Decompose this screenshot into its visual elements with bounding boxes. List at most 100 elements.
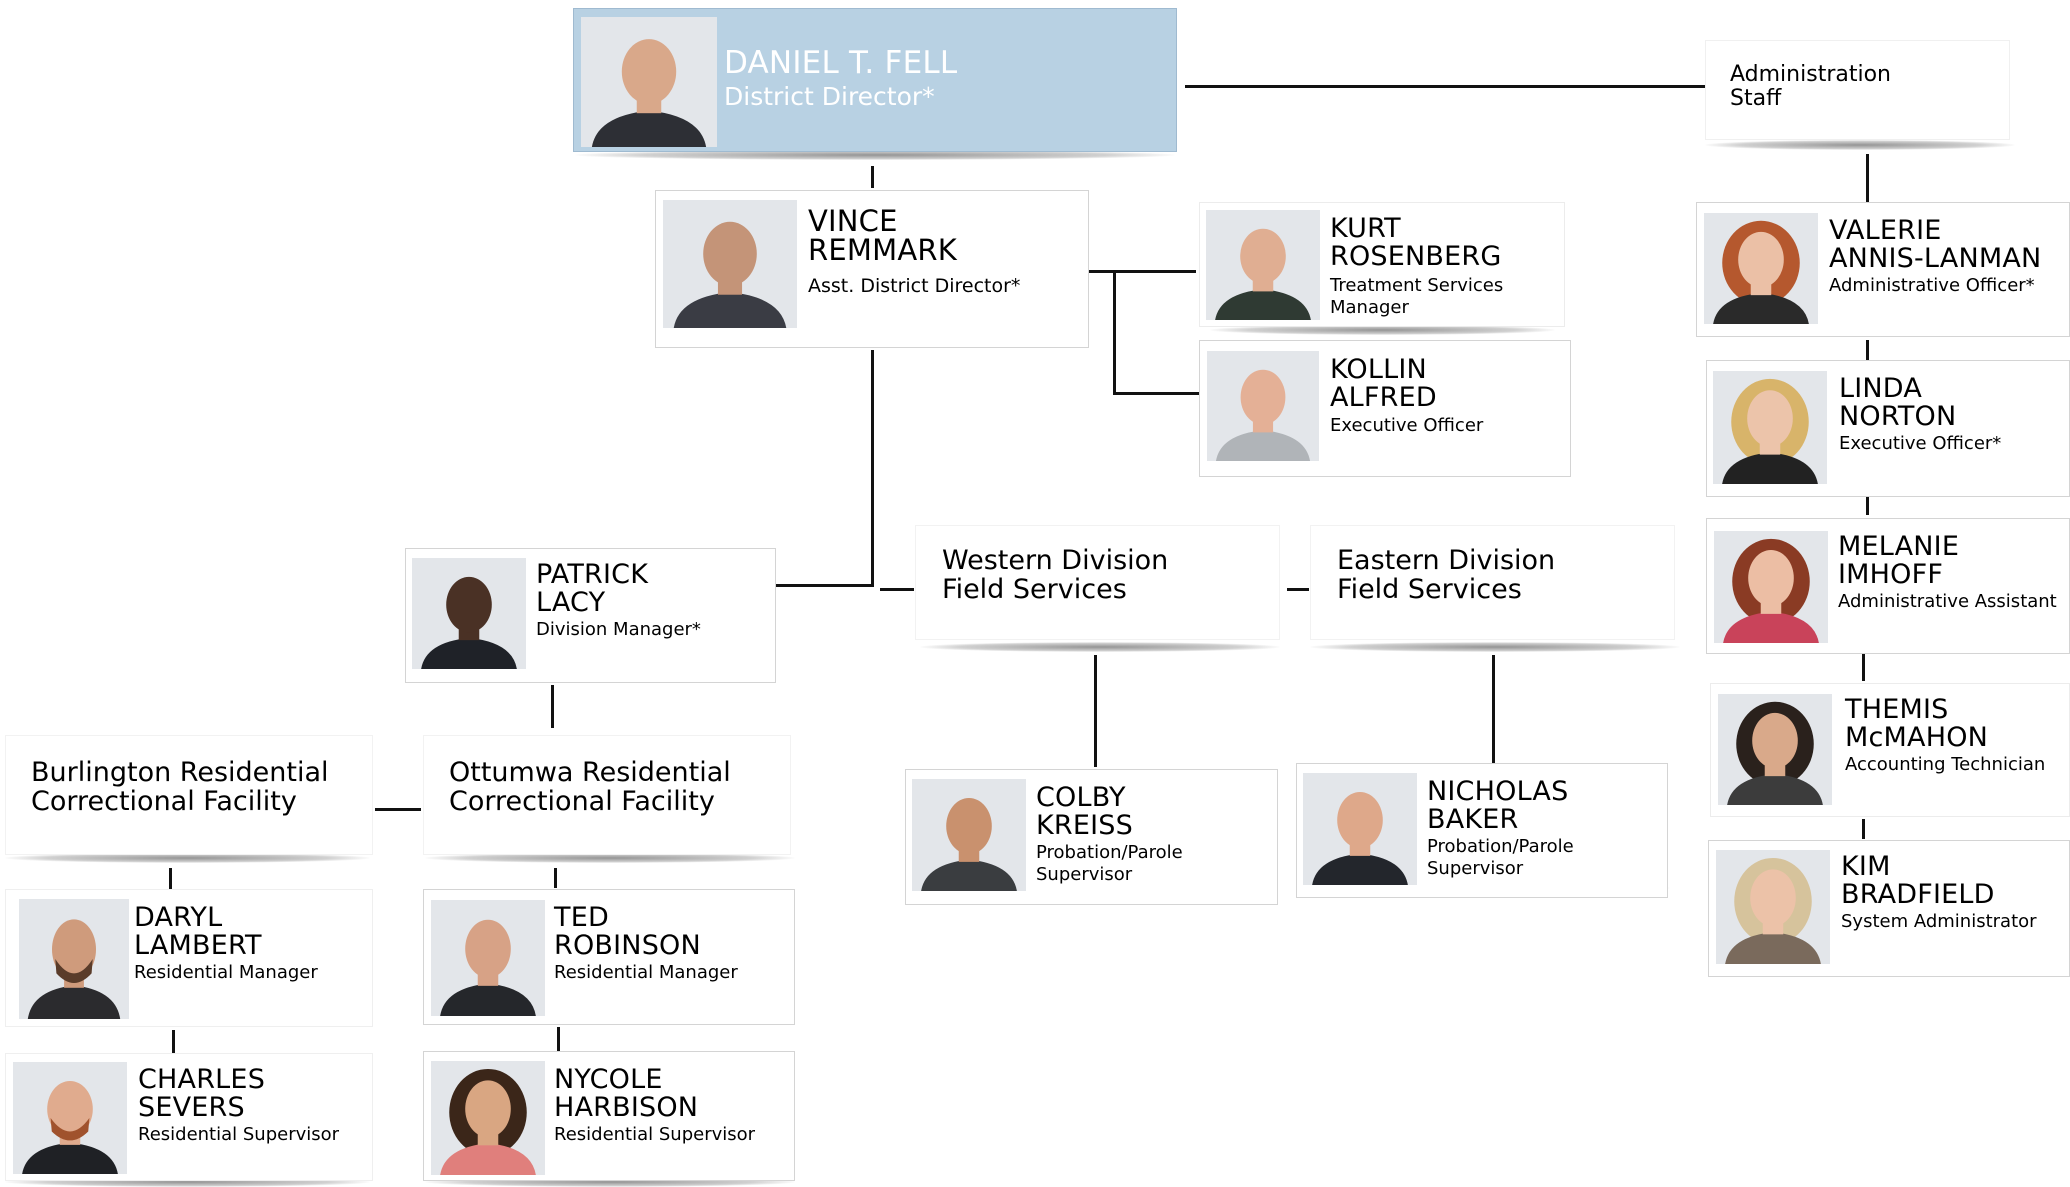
portrait-photo <box>431 900 545 1016</box>
portrait-photo <box>912 779 1026 891</box>
connector-line <box>1287 588 1309 591</box>
connector-line <box>1866 497 1869 515</box>
connector-line <box>557 1027 560 1051</box>
card-shadow <box>575 150 1175 160</box>
connector-line <box>1185 85 1705 88</box>
director-title: District Director* <box>724 82 935 111</box>
person-title: Division Manager* <box>536 619 701 640</box>
card-shadow <box>425 1177 795 1187</box>
person-title: Residential Manager <box>554 962 738 983</box>
portrait-photo <box>431 1061 545 1175</box>
person-title: Residential Manager <box>134 962 318 983</box>
portrait-photo <box>1714 531 1828 643</box>
person-title: Asst. District Director* <box>808 275 1021 297</box>
person-title: Executive Officer <box>1330 415 1484 436</box>
connector-line <box>880 588 914 591</box>
connector-line <box>1094 655 1097 767</box>
person-title: Residential Supervisor <box>554 1124 756 1145</box>
connector-line <box>554 868 557 888</box>
portrait-photo <box>663 200 797 328</box>
person-title: Executive Officer* <box>1839 433 2002 454</box>
person-title: Probation/Parole Supervisor <box>1036 842 1183 885</box>
portrait-photo <box>1718 694 1832 805</box>
card-shadow <box>920 642 1280 652</box>
connector-line <box>1862 819 1865 839</box>
portrait-photo <box>581 17 717 147</box>
person-title: Residential Supervisor <box>138 1124 340 1145</box>
person-title: Treatment Services Manager <box>1330 275 1504 318</box>
connector-line <box>1113 392 1199 395</box>
person-title: Accounting Technician <box>1845 754 2046 775</box>
portrait-photo <box>19 899 129 1019</box>
card-shadow <box>425 853 795 863</box>
portrait-photo <box>1207 351 1319 461</box>
portrait-photo <box>1303 773 1417 885</box>
connector-line <box>776 584 874 587</box>
person-title: System Administrator <box>1841 911 2037 932</box>
director-name: DANIEL T. FELL <box>724 45 958 81</box>
portrait-photo <box>1716 850 1830 964</box>
connector-line <box>1113 270 1116 395</box>
connector-line <box>375 808 421 811</box>
portrait-photo <box>13 1062 127 1174</box>
card-shadow <box>1210 325 1555 335</box>
connector-line <box>551 685 554 728</box>
portrait-photo <box>1206 210 1320 320</box>
card-shadow <box>1705 140 2015 150</box>
connector-line <box>169 868 172 889</box>
person-title: Administrative Assistant <box>1838 591 2057 612</box>
connector-line <box>1044 270 1196 273</box>
connector-line <box>1866 340 1869 360</box>
director-card: DANIEL T. FELL District Director* <box>573 8 1177 152</box>
connector-line <box>871 350 874 586</box>
card-shadow <box>5 853 370 863</box>
portrait-photo <box>1713 371 1827 484</box>
portrait-photo <box>412 558 526 669</box>
connector-line <box>1862 653 1865 681</box>
connector-line <box>1866 154 1869 202</box>
portrait-photo <box>1704 213 1818 324</box>
person-title: Probation/Parole Supervisor <box>1427 836 1574 879</box>
card-shadow <box>1310 642 1680 652</box>
connector-line <box>871 166 874 188</box>
